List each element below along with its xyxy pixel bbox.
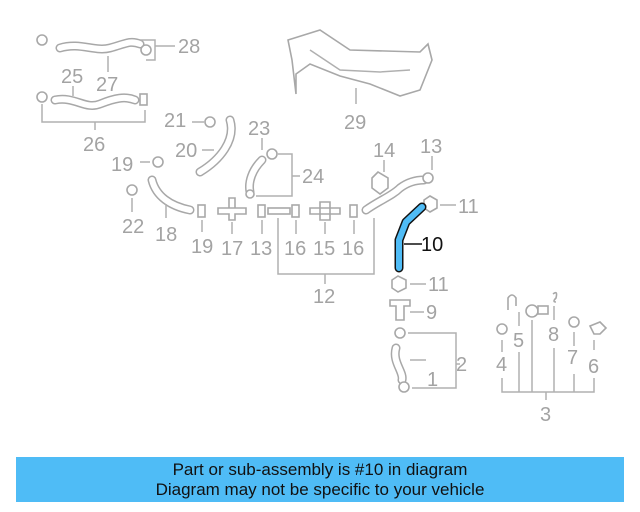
hose-20	[195, 115, 236, 177]
leader-line	[408, 332, 460, 389]
callout-8[interactable]: 8	[548, 324, 559, 346]
callout-9[interactable]: 9	[426, 302, 437, 324]
bracket-detail	[309, 49, 411, 73]
callout-15[interactable]: 15	[313, 238, 335, 260]
housing-icon	[537, 305, 549, 315]
callout-22[interactable]: 22	[122, 216, 144, 238]
clamp-11	[423, 195, 438, 213]
hose-27	[55, 37, 145, 54]
callout-20[interactable]: 20	[175, 140, 197, 162]
leader-line	[192, 121, 214, 151]
clamp-icon	[36, 34, 48, 46]
callout-13[interactable]: 13	[420, 136, 442, 158]
callout-16[interactable]: 16	[284, 238, 306, 260]
callout-28[interactable]: 28	[178, 36, 200, 58]
plug-icon	[139, 93, 148, 106]
plug-icon	[291, 204, 300, 218]
clamp-icon	[36, 91, 48, 103]
connector-icon	[309, 201, 341, 221]
leader-line	[256, 138, 300, 197]
callout-11[interactable]: 11	[428, 274, 449, 296]
clamp-icon	[204, 116, 216, 128]
callout-24[interactable]: 24	[302, 166, 324, 188]
callout-12[interactable]: 12	[313, 286, 335, 308]
callout-5[interactable]: 5	[513, 330, 524, 352]
hose-10-highlighted[interactable]	[394, 202, 427, 273]
callout-17[interactable]: 17	[221, 238, 243, 260]
callout-1[interactable]: 1	[427, 369, 438, 391]
plug-icon	[197, 204, 206, 218]
callout-3[interactable]: 3	[540, 404, 551, 426]
clamp-icon	[126, 184, 138, 196]
fitting-9	[389, 299, 411, 321]
callout-16[interactable]: 16	[342, 238, 364, 260]
callout-26[interactable]: 26	[83, 134, 105, 156]
callout-19[interactable]: 19	[191, 236, 213, 258]
callout-19[interactable]: 19	[111, 154, 133, 176]
plug-icon	[349, 204, 358, 218]
callout-23[interactable]: 23	[248, 118, 270, 140]
o-ring-4	[496, 323, 508, 335]
bracket-29	[287, 29, 433, 97]
clip-8	[552, 291, 558, 303]
clip-5	[507, 294, 517, 310]
tee-fitting-icon	[217, 197, 247, 221]
clamp-11	[391, 275, 407, 293]
leader-line	[131, 198, 167, 218]
callout-4[interactable]: 4	[496, 354, 507, 376]
callout-11[interactable]: 11	[458, 196, 479, 218]
diagram-notice-banner: Part or sub-assembly is #10 in diagram D…	[16, 457, 624, 502]
callout-29[interactable]: 29	[344, 112, 366, 134]
hose-1	[390, 343, 407, 385]
leader-line	[201, 218, 375, 284]
leader-line	[107, 39, 175, 72]
callout-13[interactable]: 13	[250, 238, 272, 260]
callout-18[interactable]: 18	[155, 224, 177, 246]
hose-25	[50, 93, 140, 110]
leader-line	[501, 306, 595, 400]
callout-6[interactable]: 6	[588, 356, 599, 378]
housing-icon	[525, 304, 539, 318]
leader-line	[41, 86, 146, 130]
clamp-icon	[245, 189, 255, 199]
clamp-icon	[152, 156, 164, 168]
callout-10[interactable]: 10	[421, 234, 443, 256]
sensor-6	[588, 321, 608, 335]
callout-7[interactable]: 7	[567, 347, 578, 369]
clamp-icon	[398, 381, 410, 393]
callout-2[interactable]: 2	[456, 354, 467, 376]
callout-27[interactable]: 27	[96, 74, 118, 96]
clamp-icon	[266, 148, 278, 160]
o-ring-7	[568, 316, 580, 328]
fitting-14	[371, 170, 389, 195]
callout-21[interactable]: 21	[164, 110, 186, 132]
plug-icon	[257, 204, 266, 218]
banner-line-1: Part or sub-assembly is #10 in diagram	[172, 460, 468, 479]
hose-23	[245, 155, 267, 197]
clamp-icon	[140, 44, 152, 56]
clamp-icon	[394, 327, 406, 339]
hose-13	[361, 175, 429, 215]
hose-18	[147, 175, 195, 215]
pipe-icon	[267, 207, 291, 215]
clamp-icon	[422, 172, 434, 184]
leader-line	[383, 156, 433, 172]
callout-25[interactable]: 25	[61, 66, 83, 88]
banner-line-2: Diagram may not be specific to your vehi…	[155, 480, 485, 499]
callout-14[interactable]: 14	[373, 140, 395, 162]
